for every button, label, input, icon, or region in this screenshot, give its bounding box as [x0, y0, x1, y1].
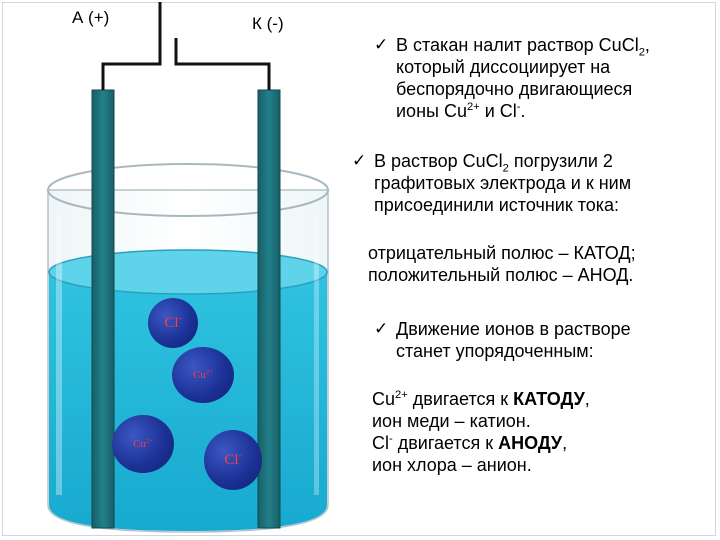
copper-ion: Cu2+	[112, 415, 174, 473]
chloride-ion: Cl-	[204, 430, 262, 490]
text-line: положительный полюс – АНОД.	[368, 265, 634, 285]
bullet-solution: ✓ В стакан налит раствор CuCl2, который …	[374, 34, 714, 122]
anode-electrode	[91, 89, 115, 529]
checkmark-icon: ✓	[374, 35, 389, 54]
checkmark-icon: ✓	[374, 319, 389, 338]
bullet-ion-movement: ✓ Движение ионов в растворе станет упоря…	[374, 318, 714, 362]
chloride-ion: Cl-	[148, 298, 198, 348]
bullet-electrodes: ✓ В раствор CuCl2 погрузили 2 графитовых…	[352, 150, 714, 216]
text-line: присоединили источник тока:	[374, 195, 620, 215]
text-line: Движение ионов в растворе	[396, 319, 631, 339]
text-line: В стакан налит раствор CuCl2,	[396, 35, 650, 59]
text-line: который диссоциирует на	[396, 57, 611, 77]
beaker	[47, 163, 329, 533]
text-line: ион меди – катион.	[372, 411, 531, 431]
checkmark-icon: ✓	[352, 151, 367, 170]
beaker-rim	[47, 163, 329, 217]
text-line: станет упорядоченным:	[396, 341, 594, 361]
copper-ion: Cu2+	[172, 347, 234, 403]
text-line: Cu2+ двигается к КАТОДУ,	[372, 389, 590, 409]
ion-direction-description: Cu2+ двигается к КАТОДУ, ион меди – кати…	[372, 388, 714, 476]
text-line: беспорядочно двигающиеся	[396, 79, 633, 99]
text-line: графитовых электрода и к ним	[374, 173, 632, 193]
text-line: отрицательный полюс – КАТОД;	[368, 243, 636, 263]
text-line: ионы Cu2+ и Cl-.	[396, 101, 526, 121]
cathode-label: К (-)	[252, 14, 284, 33]
solution-surface	[48, 249, 328, 295]
circuit-wires	[101, 2, 271, 90]
text-line: В раствор CuCl2 погрузили 2	[374, 151, 613, 175]
anode-label: А (+)	[72, 8, 110, 27]
text-line: Cl- двигается к АНОДУ,	[372, 433, 568, 453]
poles-description: отрицательный полюс – КАТОД; положительн…	[368, 242, 714, 286]
text-line: ион хлора – анион.	[372, 455, 532, 475]
